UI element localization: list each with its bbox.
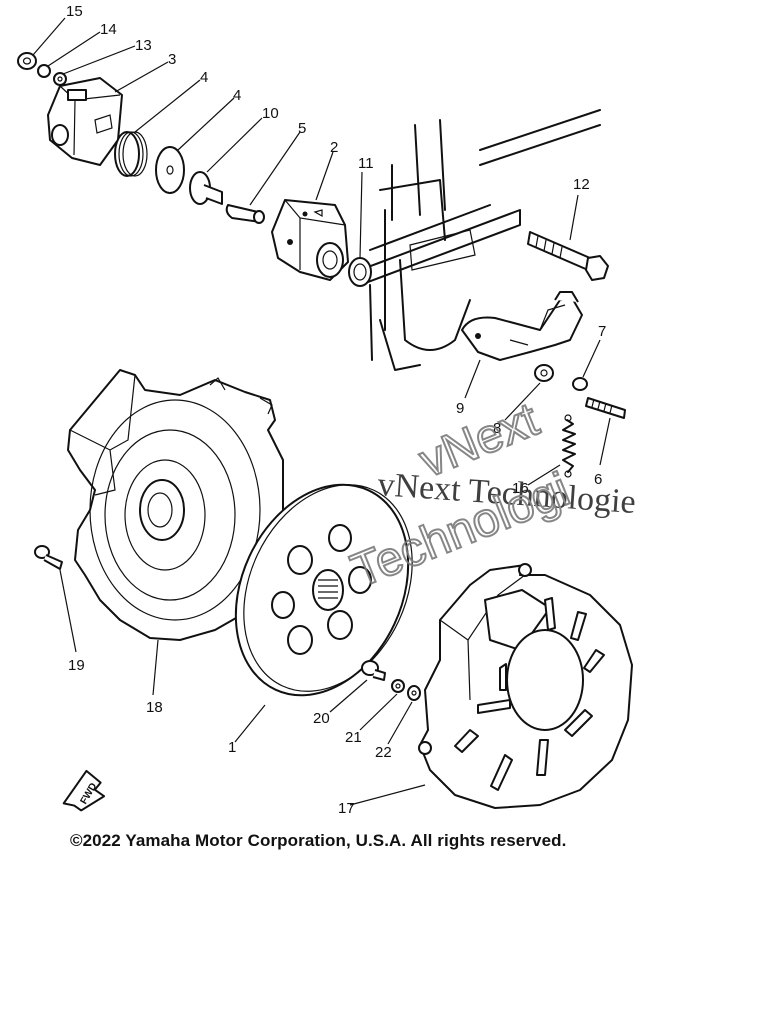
plate-4: [155, 146, 185, 194]
callout-4a: 4: [200, 69, 208, 86]
shaft-5: [225, 204, 265, 224]
bolt-12: [527, 231, 609, 281]
watermark: vNext Technologie vNext Technologi: [343, 392, 637, 599]
callout-15: 15: [66, 3, 83, 20]
callout-8: 8: [493, 420, 501, 437]
washer-13: [53, 72, 67, 86]
shroud-17: [418, 563, 633, 809]
spring-4: [114, 131, 148, 177]
plunger-10: [189, 171, 223, 205]
washer-14: [37, 64, 51, 78]
callout-18: 18: [146, 699, 163, 716]
callout-17: 17: [338, 800, 355, 817]
washer-21: [391, 679, 405, 693]
nut-7: [572, 377, 588, 391]
callout-6: 6: [594, 471, 602, 488]
callout-5: 5: [298, 120, 306, 137]
callout-20: 20: [313, 710, 330, 727]
oil-seal-11: [348, 257, 372, 287]
lever-bracket-9: [461, 291, 583, 361]
callout-21: 21: [345, 729, 362, 746]
callout-12: 12: [573, 176, 590, 193]
callout-13: 13: [135, 37, 152, 54]
fwd-arrow-icon: FWD: [62, 769, 106, 812]
callout-14: 14: [100, 21, 117, 38]
governor-housing-2: [271, 199, 349, 281]
leader-lines: [32, 17, 611, 806]
bolt-20: [361, 660, 386, 681]
washer-22: [407, 685, 421, 701]
callout-7: 7: [598, 323, 606, 340]
disc-plate-1: [234, 483, 413, 697]
cover-housing-3: [47, 77, 123, 166]
callout-3: 3: [168, 51, 176, 68]
screw-6: [585, 397, 626, 419]
screw-19: [34, 545, 63, 570]
callout-4b: 4: [233, 87, 241, 104]
nut-15: [17, 52, 37, 70]
engine-housing-outline: [359, 109, 601, 371]
callout-2: 2: [330, 139, 338, 156]
callout-9: 9: [456, 400, 464, 417]
callout-1: 1: [228, 739, 236, 756]
copyright-notice: ©2022 Yamaha Motor Corporation, U.S.A. A…: [70, 831, 567, 850]
washer-8: [534, 364, 554, 382]
callout-16: 16: [512, 480, 529, 497]
spring-16: [562, 414, 576, 478]
callout-22: 22: [375, 744, 392, 761]
callout-19: 19: [68, 657, 85, 674]
callout-labels: 15 14 13 3 4 4 10 5 2 11 12 7 9 8 6 16 1…: [66, 3, 606, 817]
cover-plate-18: [67, 369, 284, 641]
callout-10: 10: [262, 105, 279, 122]
callout-11: 11: [358, 155, 374, 172]
